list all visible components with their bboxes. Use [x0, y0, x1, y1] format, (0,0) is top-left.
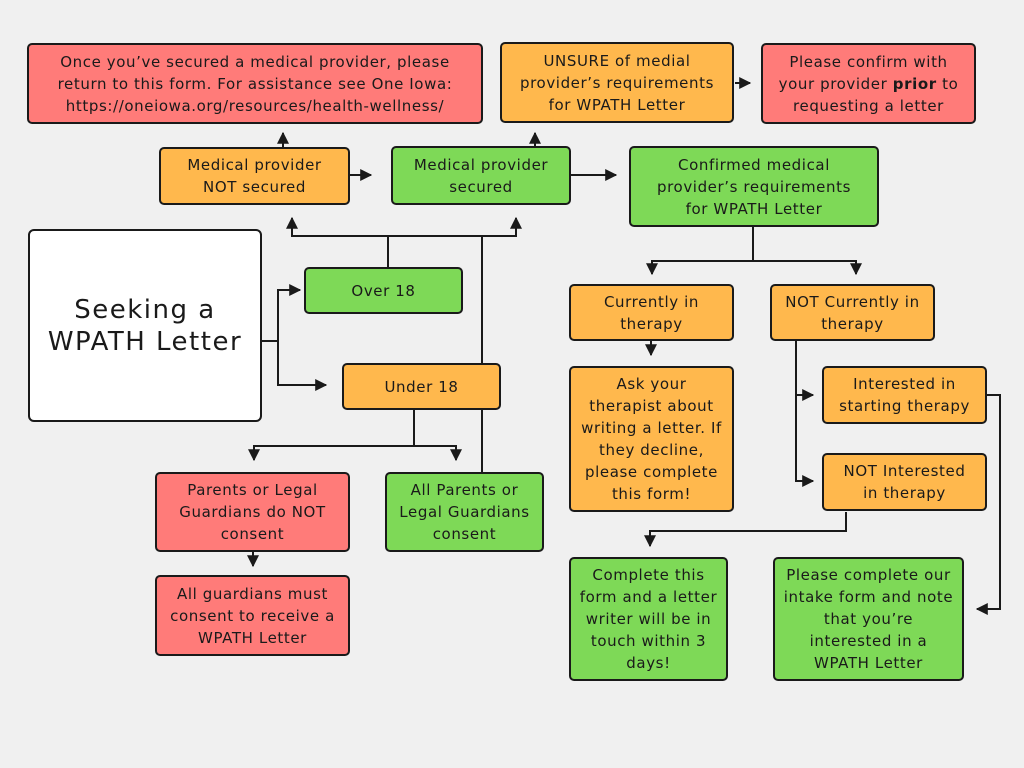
complete-form-letter-writer-box: Complete this form and a letter writer w… — [569, 557, 728, 681]
confirm-text-emphasis: prior — [892, 74, 937, 93]
not-interested-in-therapy-text: NOT Interested in therapy — [843, 462, 966, 502]
confirm-text-after: to requesting a letter — [793, 74, 959, 115]
guardians-no-consent-text: Parents or Legal Guardians do NOT consen… — [179, 481, 326, 543]
provider-not-secured-info-text: Once you’ve secured a medical provider, … — [57, 52, 453, 115]
complete-form-letter-writer-text: Complete this form and a letter writer w… — [579, 566, 718, 672]
provider-not-secured-text: Medical provider NOT secured — [187, 156, 322, 196]
complete-intake-form-box: Please complete our intake form and note… — [773, 557, 964, 681]
complete-intake-form-text: Please complete our intake form and note… — [783, 566, 954, 672]
ask-therapist-text: Ask your therapist about writing a lette… — [581, 375, 722, 503]
currently-in-therapy-text: Currently in therapy — [603, 292, 700, 333]
not-interested-in-therapy-box: NOT Interested in therapy — [822, 453, 987, 511]
all-guardians-must-consent-text: All guardians must consent to receive a … — [170, 584, 335, 647]
all-guardians-must-consent-box: All guardians must consent to receive a … — [155, 575, 350, 656]
currently-in-therapy-box: Currently in therapy — [569, 284, 734, 341]
ask-therapist-box: Ask your therapist about writing a lette… — [569, 366, 734, 512]
title-line-2: WPATH Letter — [47, 326, 243, 357]
over-18-box: Over 18 — [304, 267, 463, 314]
confirmed-requirements-text: Confirmed medical provider’s requirement… — [656, 155, 852, 218]
under-18-box: Under 18 — [342, 363, 501, 410]
under-18-text: Under 18 — [384, 377, 459, 396]
provider-secured-text: Medical provider secured — [413, 155, 549, 196]
provider-not-secured-info-box: Once you’ve secured a medical provider, … — [27, 43, 483, 124]
confirmed-requirements-box: Confirmed medical provider’s requirement… — [629, 146, 879, 227]
seeking-wpath-letter-title: Seeking a WPATH Letter — [28, 229, 262, 422]
confirm-with-provider-text: Please confirm with your provider prior … — [771, 51, 966, 117]
confirm-text-before: Please confirm with your provider — [778, 52, 948, 93]
over-18-text: Over 18 — [351, 281, 416, 300]
guardians-no-consent-box: Parents or Legal Guardians do NOT consen… — [155, 472, 350, 552]
title-line-1: Seeking a — [74, 294, 216, 325]
provider-secured-box: Medical provider secured — [391, 146, 571, 205]
not-currently-in-therapy-box: NOT Currently in therapy — [770, 284, 935, 341]
guardians-consent-box: All Parents or Legal Guardians consent — [385, 472, 544, 552]
not-currently-in-therapy-text: NOT Currently in therapy — [785, 292, 920, 333]
unsure-requirements-box: UNSURE of medial provider’s requirements… — [500, 42, 734, 123]
confirm-with-provider-box: Please confirm with your provider prior … — [761, 43, 976, 124]
provider-not-secured-box: Medical provider NOT secured — [159, 147, 350, 205]
unsure-requirements-text: UNSURE of medial provider’s requirements… — [519, 51, 715, 114]
interested-in-therapy-box: Interested in starting therapy — [822, 366, 987, 424]
interested-in-therapy-text: Interested in starting therapy — [839, 375, 970, 415]
guardians-consent-text: All Parents or Legal Guardians consent — [399, 481, 530, 543]
